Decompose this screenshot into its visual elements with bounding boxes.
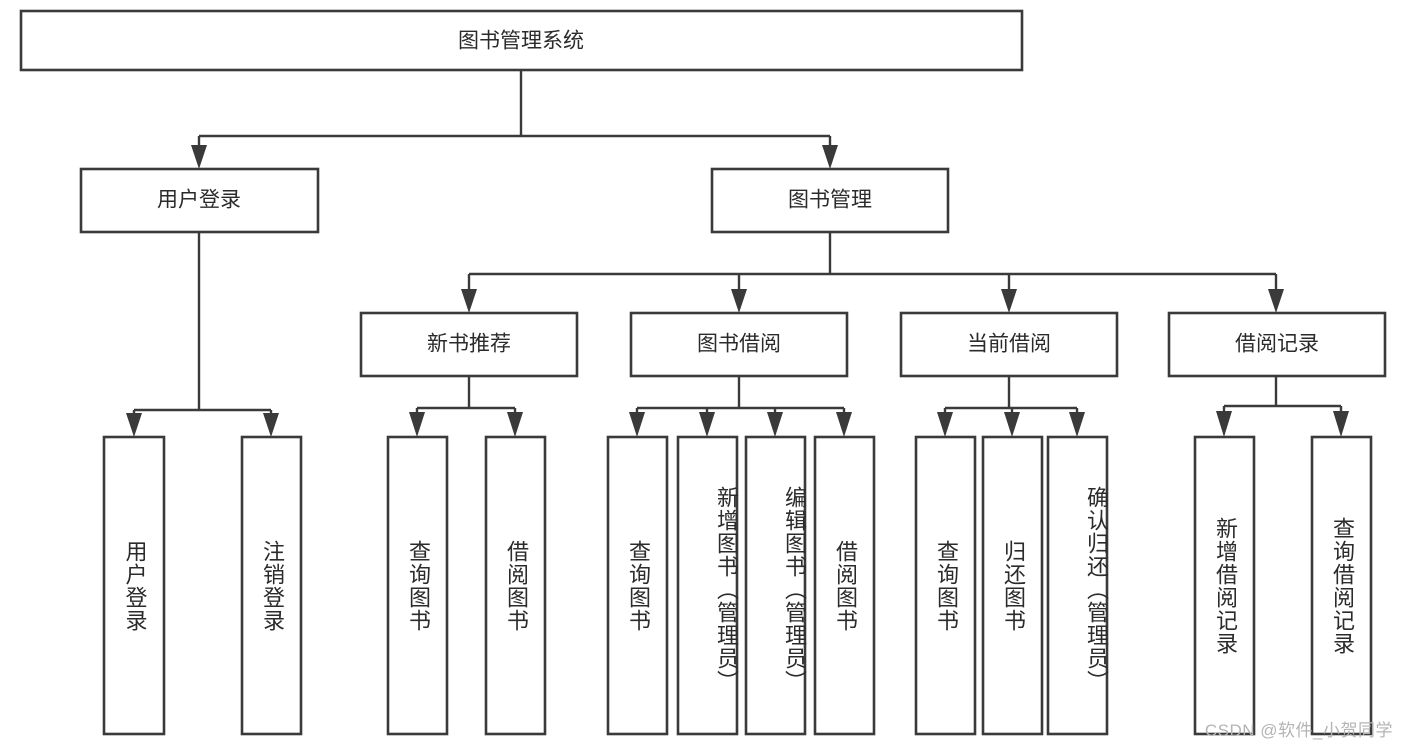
book-borrow-label: 图书借阅 xyxy=(697,333,781,356)
leaf-boxes-group xyxy=(102,435,1373,736)
arrowhead-leaf-edit-book xyxy=(767,412,783,437)
leaf-query-book-3-box[interactable] xyxy=(914,435,977,736)
arrowhead-borrow-record xyxy=(1268,289,1284,313)
leaf-borrow-book-1-box[interactable] xyxy=(484,435,547,736)
node-new-book-rec[interactable]: 新书推荐 xyxy=(359,311,579,378)
node-book-manage[interactable]: 图书管理 xyxy=(710,167,950,234)
leaf-query-book-2-box[interactable] xyxy=(606,435,669,736)
arrowhead-new-book-rec xyxy=(461,289,477,313)
watermark-text: CSDN @软件_小贺同学 xyxy=(1204,721,1393,740)
leaf-confirm-return-box[interactable] xyxy=(1046,435,1109,736)
leaf-query-record-box[interactable] xyxy=(1310,435,1373,736)
leaf-logout-box[interactable] xyxy=(240,435,303,736)
user-login-box[interactable] xyxy=(79,167,320,234)
node-borrow-record[interactable]: 借阅记录 xyxy=(1167,311,1387,378)
leaf-user-login-box[interactable] xyxy=(102,435,166,736)
arrowhead-current-borrow xyxy=(1001,289,1017,313)
current-borrow-box[interactable] xyxy=(899,311,1119,378)
borrow-record-label: 借阅记录 xyxy=(1235,333,1319,356)
new-book-rec-box[interactable] xyxy=(359,311,579,378)
connector-group xyxy=(126,70,1349,437)
arrowhead-leaf-query-book-2 xyxy=(629,412,645,437)
arrowhead-leaf-confirm-return xyxy=(1069,412,1085,437)
arrowhead-leaf-query-book-1 xyxy=(409,412,425,437)
book-manage-box[interactable] xyxy=(710,167,950,234)
book-manage-label: 图书管理 xyxy=(788,189,872,212)
arrowhead-leaf-query-book-3 xyxy=(937,412,953,437)
arrowhead-leaf-query-record xyxy=(1333,411,1349,437)
root-box[interactable] xyxy=(19,9,1024,72)
leaf-add-record-box[interactable] xyxy=(1193,435,1256,736)
root-label: 图书管理系统 xyxy=(458,30,584,53)
arrowhead-leaf-return-book xyxy=(1004,412,1020,437)
arrowhead-leaf-borrow-book-1 xyxy=(507,412,523,437)
arrowhead-book-manage xyxy=(822,145,838,169)
node-user-login[interactable]: 用户登录 xyxy=(79,167,320,234)
book-borrow-box[interactable] xyxy=(629,311,849,378)
leaf-borrow-book-2-box[interactable] xyxy=(813,435,876,736)
node-book-borrow[interactable]: 图书借阅 xyxy=(629,311,849,378)
arrowhead-user-login xyxy=(191,145,207,169)
arrowhead-leaf-user-login xyxy=(126,413,142,437)
arrowhead-leaf-add-record xyxy=(1216,411,1232,437)
arrowhead-leaf-add-book xyxy=(699,412,715,437)
borrow-record-box[interactable] xyxy=(1167,311,1387,378)
leaf-edit-book-box[interactable] xyxy=(744,435,807,736)
arrowhead-book-borrow xyxy=(731,289,747,313)
current-borrow-label: 当前借阅 xyxy=(967,333,1051,356)
new-book-rec-label: 新书推荐 xyxy=(427,333,511,356)
arrowhead-leaf-borrow-book-2 xyxy=(836,412,852,437)
arrowhead-leaf-logout xyxy=(263,413,279,437)
leaf-return-book-box[interactable] xyxy=(981,435,1044,736)
node-current-borrow[interactable]: 当前借阅 xyxy=(899,311,1119,378)
node-root[interactable]: 图书管理系统 xyxy=(19,9,1024,72)
user-login-label: 用户登录 xyxy=(157,189,241,212)
leaf-query-book-1-box[interactable] xyxy=(386,435,449,736)
leaf-add-book-box[interactable] xyxy=(676,435,739,736)
